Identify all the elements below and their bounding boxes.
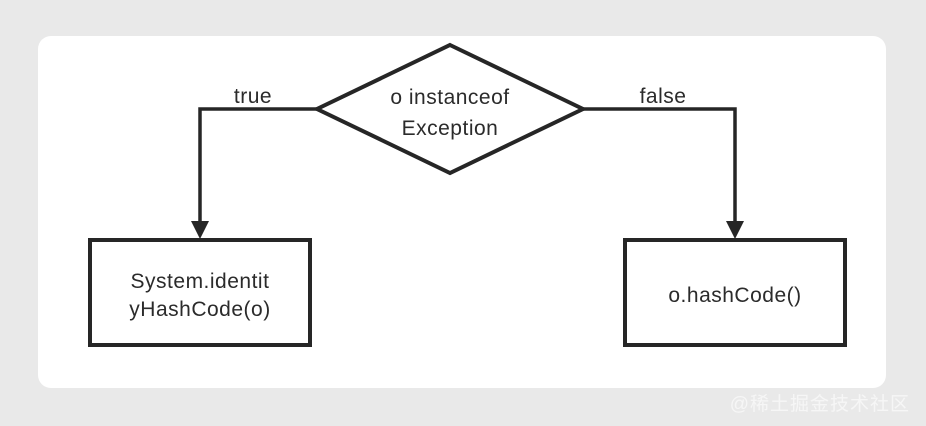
false-branch-connector [583, 107, 737, 224]
decision-diamond [312, 42, 588, 176]
false-node-box [623, 238, 847, 347]
true-node-text-line2: yHashCode(o) [129, 298, 270, 321]
false-branch-label: false [640, 85, 687, 108]
false-node-text: o.hashCode() [668, 284, 801, 307]
true-branch-arrowhead-icon [191, 221, 209, 239]
true-branch-connector [198, 107, 317, 224]
false-branch-arrowhead-icon [726, 221, 744, 239]
decision-text-line1: o instanceof [390, 86, 509, 109]
true-node-text-line1: System.identit [131, 270, 270, 293]
true-node-box [88, 238, 312, 347]
true-branch-label: true [234, 85, 272, 108]
decision-text-line2: Exception [402, 117, 499, 140]
watermark-text: @稀土掘金技术社区 [729, 394, 910, 415]
